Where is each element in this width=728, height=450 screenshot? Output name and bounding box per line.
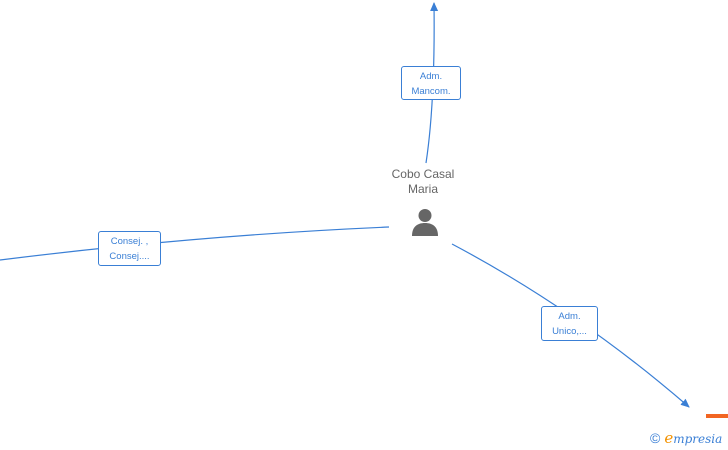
relation-label-line2: Consej....: [109, 251, 150, 262]
person-name-line1: Cobo Casal: [391, 167, 455, 181]
edge-line-left: [0, 226, 390, 261]
relation-label-line1: Adm.: [558, 311, 581, 322]
person-name-line2: Maria: [407, 182, 438, 196]
relation-label-line1: Consej. ,: [110, 236, 149, 247]
brand-logo: ©empresia: [650, 429, 722, 447]
person-icon[interactable]: [410, 207, 440, 237]
relation-label-adm-unico[interactable]: Adm. Unico,...: [541, 306, 598, 341]
offscreen-node-marker[interactable]: [706, 414, 728, 418]
brand-logo-initial: e: [664, 429, 674, 447]
copyright-icon: ©: [650, 430, 661, 446]
brand-logo-text: mpresia: [673, 432, 723, 446]
person-node-name[interactable]: Cobo Casal Maria: [372, 167, 474, 197]
relation-label-adm-mancom[interactable]: Adm. Mancom.: [401, 66, 461, 100]
relation-label-line2: Mancom.: [411, 86, 451, 97]
relation-label-line2: Unico,...: [552, 326, 587, 337]
relation-label-line1: Adm.: [419, 71, 443, 82]
relation-label-consej[interactable]: Consej. , Consej....: [98, 231, 161, 266]
